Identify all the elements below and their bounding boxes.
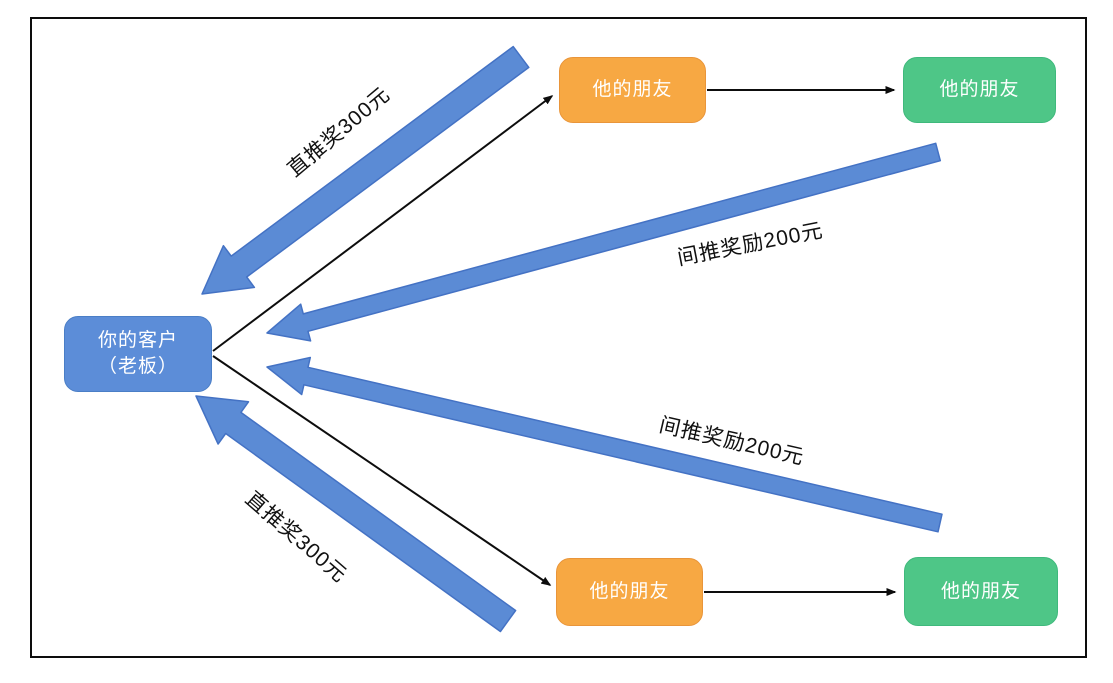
- indirect-reward-arrow-top: [266, 142, 942, 342]
- line-customer-to-friend-top: [212, 95, 554, 352]
- reward-arrows: [195, 45, 943, 633]
- node-friend-bottom-green: 他的朋友: [904, 557, 1058, 626]
- node-friend-top-orange-label: 他的朋友: [592, 79, 673, 101]
- node-friend-top-orange: 他的朋友: [559, 57, 706, 123]
- node-friend-bottom-green-label: 他的朋友: [940, 580, 1021, 602]
- node-friend-bottom-orange: 他的朋友: [556, 558, 703, 626]
- indirect-reward-arrow-bottom: [266, 356, 943, 533]
- direct-reward-arrow-bottom: [195, 395, 517, 633]
- node-friend-top-green: 他的朋友: [903, 57, 1056, 123]
- connector-lines: [212, 86, 897, 596]
- node-customer-label-line2: （老板）: [97, 356, 178, 377]
- direct-reward-arrow-top: [201, 45, 530, 295]
- diagram-frame-border: [30, 17, 1087, 658]
- node-friend-top-green-label: 他的朋友: [939, 79, 1020, 101]
- node-customer: 你的客户 （老板）: [64, 316, 212, 392]
- node-friend-bottom-orange-label: 他的朋友: [589, 581, 670, 603]
- line-customer-to-friend-bottom: [212, 355, 552, 586]
- node-customer-label-line1: 你的客户: [97, 330, 178, 352]
